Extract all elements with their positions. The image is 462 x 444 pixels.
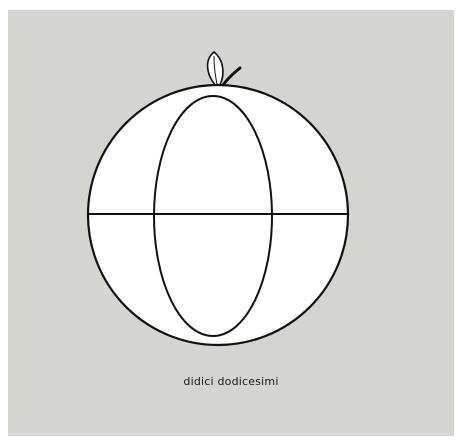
- figure-caption: didici dodicesimi: [8, 375, 454, 388]
- figure-panel: didici dodicesimi: [8, 10, 454, 436]
- apple-leaf: [208, 52, 223, 88]
- apple-diagram: [8, 10, 454, 436]
